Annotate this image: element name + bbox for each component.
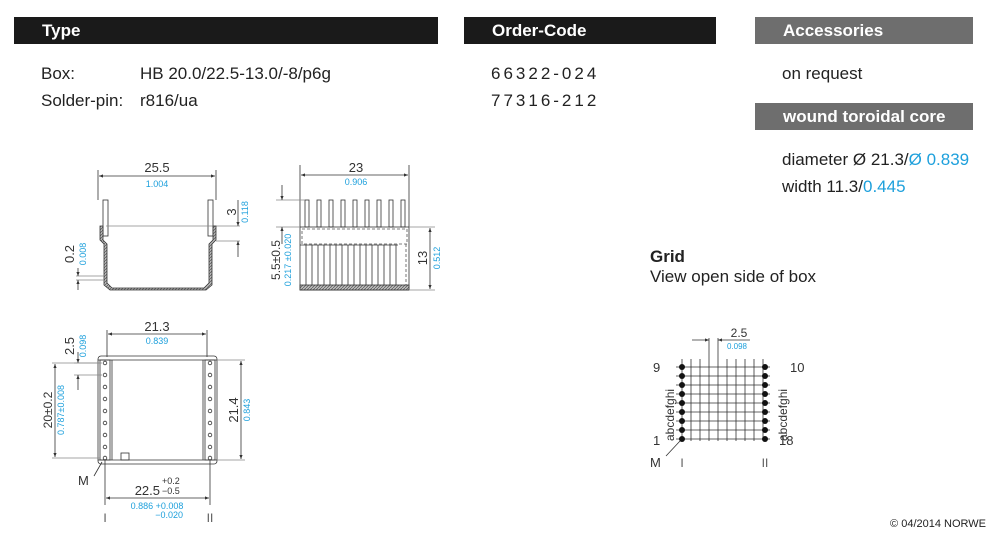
side-view-drawing [276, 165, 435, 291]
grid-pin-18: 18 [779, 433, 793, 448]
grid-row-letters-right: abcdefghi [776, 389, 790, 441]
solder-pin-value: r816/ua [140, 91, 198, 110]
grid-pins-left [679, 364, 685, 442]
side-pin-len-in: 0.217 ±0.020 [283, 234, 293, 286]
order-code-1: 66322-024 [491, 64, 600, 83]
grid-pin-1: 1 [653, 433, 660, 448]
grid-pitch-mm: 2.5 [731, 326, 748, 340]
front-width-mm: 25.5 [144, 160, 169, 175]
bottom-span-in: 0.886 +0.008 [131, 501, 184, 511]
diameter-mm: Ø 21.3/ [852, 150, 909, 169]
front-width-in: 1.004 [146, 179, 169, 189]
bottom-rows-mm: 20±0.2 [41, 391, 55, 428]
grid-pin-9: 9 [653, 360, 660, 375]
front-pin-mm: 3 [224, 208, 239, 215]
grid-pitch-in: 0.098 [727, 342, 748, 351]
diameter-in: Ø 0.839 [908, 150, 970, 169]
accessories-header: Accessories [755, 17, 973, 44]
bottom-pitch-in: 0.098 [78, 335, 88, 358]
grid-row-letters-left: abcdefghi [663, 389, 677, 441]
diameter-label: diameter [782, 150, 849, 169]
bottom-mark-m: M [78, 473, 89, 488]
grid-title: Grid [650, 247, 685, 266]
side-width-mm: 23 [349, 160, 363, 175]
side-width-in: 0.906 [345, 177, 368, 187]
core-header: wound toroidal core [755, 103, 973, 130]
front-wall-mm: 0.2 [62, 245, 77, 263]
bottom-inner-width-mm: 21.3 [144, 319, 169, 334]
bottom-view-drawing [52, 330, 245, 505]
pin-grid-drawing [665, 338, 770, 457]
bottom-span-mm: 22.5 [135, 483, 160, 498]
width-mm: 11.3/ [826, 177, 863, 196]
accessories-value: on request [782, 64, 863, 83]
grid-subtitle: View open side of box [650, 267, 817, 286]
grid-mark-m: M [650, 455, 661, 470]
type-header: Type [14, 17, 438, 44]
grid-pin-10: 10 [790, 360, 804, 375]
bottom-span-tol-plus: +0.2 [162, 476, 180, 486]
width-in: 0.445 [862, 177, 906, 196]
side-height-in: 0.512 [432, 247, 442, 270]
bottom-span-in-minus: −0.020 [155, 510, 183, 520]
order-code-2: 77316-212 [491, 91, 600, 110]
order-code-header: Order-Code [464, 17, 716, 44]
box-label: Box: [41, 64, 76, 83]
core-diameter: diameter Ø 21.3/Ø 0.839 [782, 150, 969, 170]
solder-pin-label: Solder-pin: [41, 91, 124, 110]
box-value: HB 20.0/22.5-13.0/-8/p6g [140, 64, 331, 83]
bottom-span-tol-minus: −0.5 [162, 486, 180, 496]
width-label: width [782, 177, 822, 196]
copyright: © 04/2014 NORWE [890, 518, 986, 530]
front-pin-in: 0.118 [240, 201, 250, 223]
bottom-rows-in: 0.787±0.008 [56, 385, 66, 435]
front-wall-in: 0.008 [78, 243, 88, 266]
side-pin-len-mm: 5.5±0.5 [269, 240, 283, 280]
core-width: width 11.3/0.445 [782, 177, 906, 197]
grid-side-2: II [762, 456, 769, 470]
bottom-inner-width-in: 0.839 [146, 336, 169, 346]
bottom-pitch-mm: 2.5 [62, 337, 77, 355]
grid-side-1: I [680, 456, 683, 470]
bottom-side-2: II [207, 511, 214, 525]
front-view-drawing [76, 170, 240, 291]
bottom-height-in: 0.843 [242, 399, 252, 422]
bottom-side-1: I [103, 511, 106, 525]
side-height-mm: 13 [415, 251, 430, 265]
grid-pins-right [762, 364, 768, 442]
bottom-height-mm: 21.4 [226, 397, 241, 422]
